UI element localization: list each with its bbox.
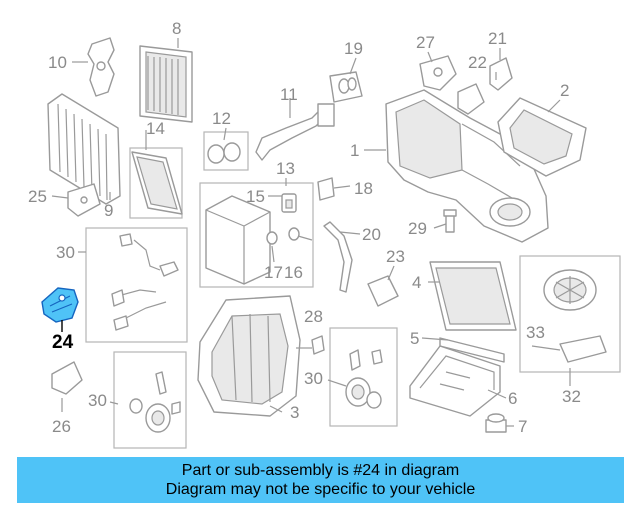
label-23: 23: [386, 247, 405, 266]
label-24-highlighted: 24: [52, 332, 74, 353]
label-15: 15: [246, 187, 265, 206]
part-13-evaporator-block[interactable]: [205, 195, 271, 285]
label-29: 29: [408, 219, 427, 238]
part-21-actuator[interactable]: [489, 57, 513, 91]
label-26: 26: [52, 417, 71, 436]
banner-line-1: Part or sub-assembly is #24 in diagram: [181, 462, 460, 479]
label-9: 9: [104, 201, 113, 220]
group-box-30-left: [113, 351, 187, 449]
group-box-14: [129, 147, 183, 219]
label-5: 5: [410, 329, 419, 348]
label-30-right: 30: [304, 369, 323, 388]
label-7: 7: [518, 417, 527, 436]
part-33-resistor[interactable]: [559, 335, 607, 363]
label-2: 2: [560, 81, 569, 100]
leader-lines: [51, 38, 571, 427]
part-29-sensor[interactable]: [443, 209, 457, 233]
banner-line-2: Diagram may not be specific to your vehi…: [165, 481, 476, 498]
group-box-13: [199, 182, 314, 288]
label-1: 1: [350, 141, 359, 160]
part-17-oring[interactable]: [266, 231, 278, 245]
part-25-actuator[interactable]: [67, 183, 101, 217]
part-6-tray[interactable]: [409, 345, 501, 417]
group-box-31: [85, 227, 188, 343]
label-19: 19: [344, 39, 363, 58]
part-8-heater-core[interactable]: [139, 45, 193, 123]
label-10: 10: [48, 53, 67, 72]
part-18-clip[interactable]: [317, 177, 335, 201]
label-31: 30: [56, 243, 75, 262]
group-box-30-right: [329, 327, 398, 427]
part-26-actuator[interactable]: [51, 361, 83, 395]
part-19-gasket[interactable]: [329, 71, 363, 103]
part-5-seal[interactable]: [439, 337, 505, 363]
label-12: 12: [212, 109, 231, 128]
label-25: 25: [28, 187, 47, 206]
label-21: 21: [488, 29, 507, 48]
part-12-seals[interactable]: [207, 142, 241, 164]
info-banner: Part or sub-assembly is #24 in diagram D…: [17, 457, 624, 503]
label-33: 33: [526, 323, 545, 342]
part-14-filter[interactable]: [131, 151, 183, 215]
group-box-12: [203, 131, 249, 171]
part-22-actuator[interactable]: [457, 83, 485, 115]
part-10-bracket[interactable]: [87, 37, 115, 97]
label-22: 22: [468, 53, 487, 72]
part-28-bolt[interactable]: [311, 335, 325, 355]
label-8: 8: [172, 19, 181, 38]
part-7-plug[interactable]: [485, 413, 507, 433]
label-32: 32: [562, 387, 581, 406]
part-9-evaporator[interactable]: [47, 93, 121, 205]
part-16-oring[interactable]: [288, 227, 300, 241]
part-15-valve[interactable]: [281, 193, 297, 213]
part-3-lower-housing[interactable]: [197, 295, 301, 417]
part-1-heater-box[interactable]: [385, 89, 549, 243]
label-17: 17: [264, 263, 283, 282]
part-30-left-gear[interactable]: [129, 371, 181, 433]
label-30-left: 30: [88, 391, 107, 410]
label-16: 16: [284, 263, 303, 282]
part-4-filter[interactable]: [429, 261, 517, 331]
label-27: 27: [416, 33, 435, 52]
label-6: 6: [508, 389, 517, 408]
part-2-housing[interactable]: [497, 97, 587, 177]
part-labels: 10 8 19 27 21 22 2 11 12 14 1 13 18 25 1…: [28, 19, 581, 436]
part-27-actuator[interactable]: [419, 55, 457, 91]
part-31-linkage[interactable]: [111, 233, 179, 331]
label-3: 3: [290, 403, 299, 422]
label-14: 14: [146, 119, 165, 138]
part-23-module[interactable]: [367, 275, 399, 307]
label-11: 11: [280, 85, 298, 104]
label-28: 28: [304, 307, 323, 326]
part-20-hose[interactable]: [323, 221, 353, 293]
label-4: 4: [412, 273, 421, 292]
label-18: 18: [354, 179, 373, 198]
part-11-pipe[interactable]: [255, 103, 335, 161]
part-30-right-gear[interactable]: [345, 349, 383, 409]
part-32-blower-motor[interactable]: [543, 269, 597, 311]
part-24-actuator-highlighted[interactable]: [41, 287, 79, 323]
label-20: 20: [362, 225, 381, 244]
label-13: 13: [276, 159, 295, 178]
